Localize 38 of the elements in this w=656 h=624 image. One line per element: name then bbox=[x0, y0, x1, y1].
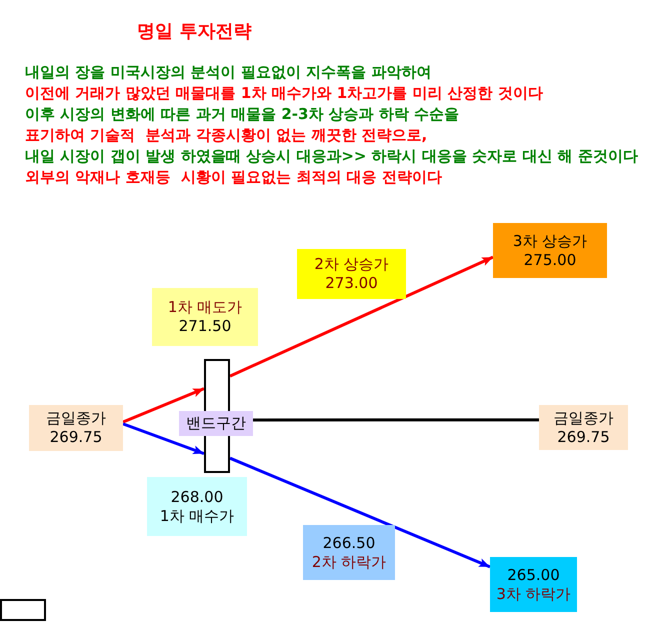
connector-line bbox=[253, 418, 539, 422]
price-box bbox=[147, 477, 247, 536]
title: 명일 투자전략 bbox=[137, 21, 252, 43]
description-text: 표기하여 기술적 분석과 각종시황이 없는 깨끗한 전략으로, bbox=[25, 125, 428, 145]
band-label: 밴드구간 bbox=[186, 414, 246, 433]
price-value: 273.00 bbox=[325, 274, 378, 293]
price-box bbox=[493, 223, 607, 278]
price-value: 269.75 bbox=[557, 428, 610, 446]
price-box bbox=[152, 288, 258, 346]
description-text: 외부의 악재나 호재등 시황이 필요없는 최적의 대응 전략이다 bbox=[25, 167, 442, 187]
price-box bbox=[29, 405, 123, 451]
level-name: 3차 상승가 bbox=[512, 232, 588, 250]
level-name: 금일종가 bbox=[46, 409, 106, 428]
price-box bbox=[297, 249, 406, 299]
price-value: 268.00 bbox=[170, 488, 224, 506]
price-value: 275.00 bbox=[524, 250, 576, 270]
price-value: 271.50 bbox=[178, 317, 232, 336]
description-text: 내일 시장이 갭이 발생 하였을때 상승시 대응과>> 하락시 대응을 숫자로 대신 해 준것이다 bbox=[25, 146, 638, 166]
description-text: 내일의 장을 미국시장의 분석이 필요없이 지수폭을 파악하여 bbox=[25, 62, 432, 82]
price-value: 265.00 bbox=[507, 566, 560, 584]
description-text: 이전에 거래가 많았던 매물대를 1차 매수가와 1차고가를 미리 산정한 것이다 bbox=[25, 83, 543, 103]
level-name: 1차 매도가 bbox=[168, 298, 242, 317]
level-name: 금일종가 bbox=[554, 408, 614, 428]
level-name: 1차 매수가 bbox=[160, 506, 234, 526]
arrow bbox=[122, 422, 205, 456]
price-value: 269.75 bbox=[50, 428, 102, 447]
level-name: 2차 상승가 bbox=[314, 255, 389, 274]
price-value: 266.50 bbox=[322, 534, 376, 552]
arrow bbox=[122, 387, 205, 424]
price-box bbox=[490, 557, 577, 612]
level-name: 2차 하락가 bbox=[312, 552, 386, 572]
description-text: 이후 시장의 변화에 따른 과거 매물을 2-3차 상승과 하락 수순을 bbox=[25, 104, 460, 124]
label-box bbox=[179, 411, 253, 436]
level-name: 3차 하락가 bbox=[496, 584, 571, 604]
arrow bbox=[229, 456, 491, 568]
price-box bbox=[539, 405, 628, 450]
arrow bbox=[229, 256, 494, 378]
price-box bbox=[303, 525, 395, 580]
